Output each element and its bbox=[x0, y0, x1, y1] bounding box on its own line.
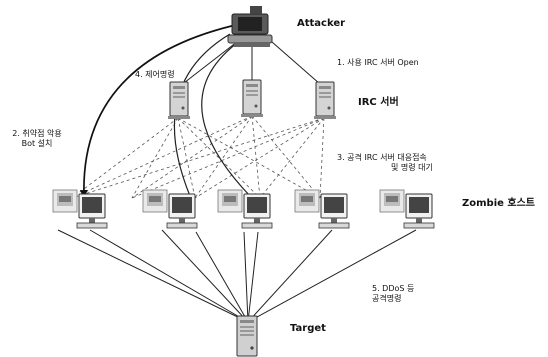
step5-label-line2: 공격명령 bbox=[372, 294, 414, 304]
attacker-workstation-icon bbox=[228, 6, 272, 47]
step5-label-line1: 5. DDoS 등 bbox=[372, 284, 414, 294]
step2-label-line2: Bot 설치 bbox=[7, 139, 67, 149]
zombie-host-icon-1 bbox=[53, 190, 107, 228]
zombie-host-icon-5 bbox=[380, 190, 434, 228]
step3-label-line2: 및 명령 대기 bbox=[337, 163, 433, 173]
target-server-icon bbox=[237, 316, 257, 356]
irc-server-icon-right bbox=[314, 82, 336, 119]
step2-label: 2. 취약점 악용 Bot 설치 bbox=[7, 129, 67, 149]
irc-server-label: IRC 서버 bbox=[358, 97, 399, 109]
step4-label: 4. 제어명령 bbox=[135, 70, 175, 80]
attacker-to-irc-right-line bbox=[264, 35, 320, 84]
step3-label-line1: 3. 공격 IRC 서버 대응접속 bbox=[337, 153, 433, 163]
attacker-to-irc-left-line bbox=[180, 38, 242, 86]
zombie-host-icon-3 bbox=[218, 190, 272, 228]
bot-install-arrow bbox=[84, 24, 240, 196]
target-attack-lines bbox=[58, 230, 416, 322]
step5-label: 5. DDoS 등 공격명령 bbox=[372, 284, 414, 304]
irc-server-icon-middle bbox=[241, 80, 263, 117]
zombie-host-icon-2 bbox=[143, 190, 197, 228]
attacker-label: Attacker bbox=[297, 18, 345, 30]
zombie-hosts-label: Zombie 호스트 bbox=[462, 198, 535, 210]
step1-label: 1. 사용 IRC 서버 Open bbox=[337, 58, 419, 68]
irc-server-icon-left bbox=[168, 82, 190, 119]
irc-to-zombie-dashed-links bbox=[72, 116, 324, 198]
zombie-host-icon-4 bbox=[295, 190, 349, 228]
step3-label: 3. 공격 IRC 서버 대응접속 및 명령 대기 bbox=[337, 153, 433, 173]
target-label: Target bbox=[290, 323, 326, 335]
step2-label-line1: 2. 취약점 악용 bbox=[7, 129, 67, 139]
